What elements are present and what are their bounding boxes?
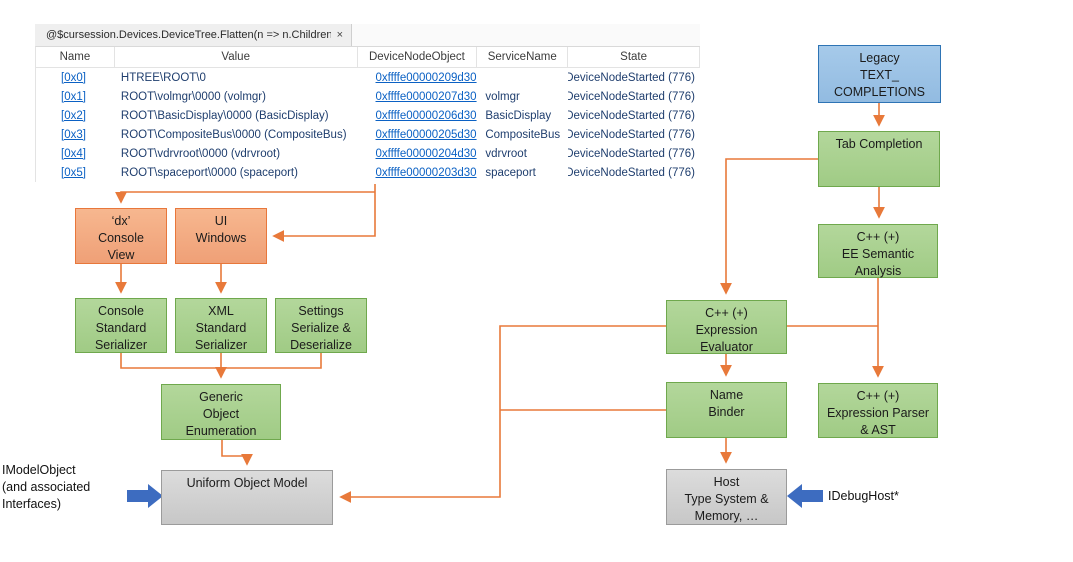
box-settings-serialize-deserialize: Settings Serialize & Deserialize [275, 298, 367, 353]
cell-name[interactable]: [0x4] [61, 147, 86, 160]
cell-service: vdrvroot [485, 147, 527, 160]
cell-value: ROOT\vdrvroot\0000 (vdrvroot) [120, 147, 281, 160]
cell-service: volmgr [485, 90, 520, 103]
cell-value: ROOT\BasicDisplay\0000 (BasicDisplay) [120, 109, 329, 122]
cell-value: ROOT\CompositeBus\0000 (CompositeBus) [120, 128, 347, 141]
cell-node[interactable]: 0xffffe00000204d30 [375, 147, 477, 160]
tab-title: @$cursession.Devices.DeviceTree.Flatten(… [46, 29, 331, 41]
cell-state: DeviceNodeStarted (776) [568, 147, 695, 160]
imodelobject-label: IModelObject (and associated Interfaces) [2, 463, 91, 511]
box-xml-standard-serializer: XML Standard Serializer [175, 298, 267, 353]
cell-name[interactable]: [0x5] [61, 166, 86, 179]
cell-state: DeviceNodeStarted (776) [568, 71, 695, 84]
column-header-state[interactable]: State [568, 47, 700, 67]
cell-name[interactable]: [0x1] [61, 90, 86, 103]
box-ee-semantic-analysis: C++ (+) EE Semantic Analysis [818, 224, 938, 278]
cell-state: DeviceNodeStarted (776) [568, 128, 695, 141]
column-header-devicenodeobject[interactable]: DeviceNodeObject [358, 47, 478, 67]
imodelobject-arrow-icon [127, 484, 163, 508]
box-console-standard-serializer: Console Standard Serializer [75, 298, 167, 353]
tab-device-tree[interactable]: @$cursession.Devices.DeviceTree.Flatten(… [35, 24, 352, 46]
cell-value: ROOT\spaceport\0000 (spaceport) [120, 166, 298, 179]
cell-service [477, 68, 568, 87]
connector-tab-completion-to-expr-evaluator [720, 158, 818, 295]
close-tab-icon[interactable]: × [336, 29, 343, 41]
box-host-type-system: Host Type System & Memory, … [666, 469, 787, 525]
tab-strip: @$cursession.Devices.DeviceTree.Flatten(… [35, 24, 700, 46]
box-legacy-text-completions: Legacy TEXT_ COMPLETIONS [818, 45, 941, 103]
table-row: [0x1] ROOT\volmgr\0000 (volmgr) 0xffffe000… [36, 87, 700, 106]
column-header-value[interactable]: Value [115, 47, 358, 67]
cell-node[interactable]: 0xffffe00000207d30 [375, 90, 477, 103]
cell-service: spaceport [485, 166, 536, 179]
cell-node[interactable]: 0xffffe00000205d30 [375, 128, 477, 141]
connector-serializers-merge [120, 353, 322, 369]
table-row: [0x0] HTREE\ROOT\0 0xffffe00000209d30 Devic… [36, 68, 700, 87]
box-ui-windows: UI Windows [175, 208, 267, 264]
box-uniform-object-model: Uniform Object Model [161, 470, 333, 525]
connector-generic-enum-to-uniform-model [221, 440, 253, 466]
cell-state: DeviceNodeStarted (776) [568, 90, 695, 103]
grid-header: Name Value DeviceNodeObject ServiceName … [36, 47, 700, 68]
box-generic-object-enumeration: Generic Object Enumeration [161, 384, 281, 440]
box-expression-parser-ast: C++ (+) Expression Parser & AST [818, 383, 938, 438]
connector-table-to-ui-windows [272, 184, 376, 242]
connector-table-to-dx-console [115, 191, 375, 204]
cell-name[interactable]: [0x3] [61, 128, 86, 141]
cell-value: HTREE\ROOT\0 [120, 71, 206, 84]
idebughost-arrow-icon [787, 484, 823, 508]
cell-node[interactable]: 0xffffe00000203d30 [375, 166, 477, 179]
cell-state: DeviceNodeStarted (776) [568, 166, 695, 179]
table-row: [0x2] ROOT\BasicDisplay\0000 (BasicDispla… [36, 106, 700, 125]
cell-value: ROOT\volmgr\0000 (volmgr) [120, 90, 266, 103]
column-header-servicename[interactable]: ServiceName [477, 47, 569, 67]
cell-state: DeviceNodeStarted (776) [568, 109, 695, 122]
table-row: [0x5] ROOT\spaceport\0000 (spaceport) 0xff… [36, 163, 700, 182]
connector-ee-semantic-evaluator-merge [787, 278, 879, 327]
cell-service: CompositeBus [485, 128, 561, 141]
box-name-binder: Name Binder [666, 382, 787, 438]
table-row: [0x3] ROOT\CompositeBus\0000 (CompositeBu… [36, 125, 700, 144]
connector-evaluator-binder-to-uniform-model [339, 325, 666, 503]
box-expression-evaluator: C++ (+) Expression Evaluator [666, 300, 787, 354]
table-row: [0x4] ROOT\vdrvroot\0000 (vdrvroot) 0xffff… [36, 144, 700, 163]
box-tab-completion: Tab Completion [818, 131, 940, 187]
column-header-name[interactable]: Name [36, 47, 115, 67]
cell-node[interactable]: 0xffffe00000209d30 [375, 71, 477, 84]
cell-name[interactable]: [0x0] [61, 71, 86, 84]
device-tree-grid: Name Value DeviceNodeObject ServiceName … [35, 46, 700, 182]
cell-name[interactable]: [0x2] [61, 109, 86, 122]
cell-node[interactable]: 0xffffe00000206d30 [375, 109, 477, 122]
cell-service: BasicDisplay [485, 109, 552, 122]
idebughost-label: IDebugHost* [828, 489, 899, 503]
box-dx-console-view: ‘dx’ Console View [75, 208, 167, 264]
